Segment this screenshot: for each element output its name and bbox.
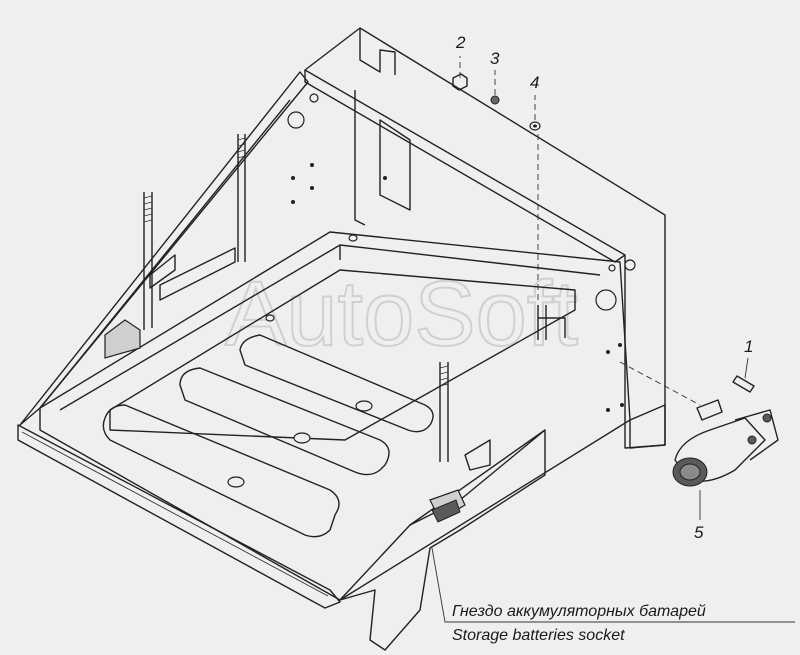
callout-2: 2 xyxy=(455,33,466,52)
watermark: AutoSoft xyxy=(225,263,578,365)
threaded-rods xyxy=(143,134,566,462)
clamp-left xyxy=(104,247,236,359)
caption-leader xyxy=(431,547,795,623)
callout-4: 4 xyxy=(530,73,539,92)
bolt-part-1 xyxy=(732,375,755,393)
washer-part-3 xyxy=(490,95,500,105)
leader-lines xyxy=(459,56,749,520)
rear-frame xyxy=(287,27,666,449)
tray-floor xyxy=(39,231,631,601)
right-bracket xyxy=(339,404,666,651)
callout-1: 1 xyxy=(744,337,753,356)
left-side-wall xyxy=(19,71,309,426)
callout-5: 5 xyxy=(694,523,704,542)
caption-en: Storage batteries socket xyxy=(452,627,625,644)
caption-ru: Гнездо аккумуляторных батарей xyxy=(452,603,706,620)
callout-3: 3 xyxy=(490,49,500,68)
nut-part-2 xyxy=(452,73,468,91)
front-lip xyxy=(17,424,341,609)
fasteners xyxy=(452,73,541,131)
battery-switch-assembly xyxy=(672,375,779,487)
